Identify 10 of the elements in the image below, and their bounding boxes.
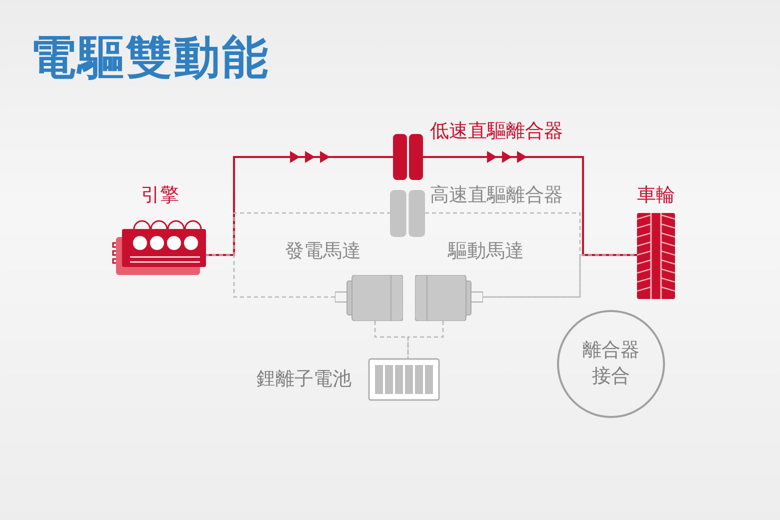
part-label: 驅動馬達 <box>448 240 524 263</box>
part-label: 鋰離子電池 <box>256 368 352 391</box>
title: 電驅雙動能 <box>30 34 270 80</box>
note-text: 離合器接合 <box>581 338 640 389</box>
note-circle <box>557 310 665 418</box>
part-label: 引擎 <box>141 184 179 207</box>
part-label: 車輪 <box>637 184 675 207</box>
part-label: 高速直驅離合器 <box>430 184 563 207</box>
part-label: 發電馬達 <box>285 240 361 263</box>
part-label: 低速直驅離合器 <box>430 120 563 143</box>
